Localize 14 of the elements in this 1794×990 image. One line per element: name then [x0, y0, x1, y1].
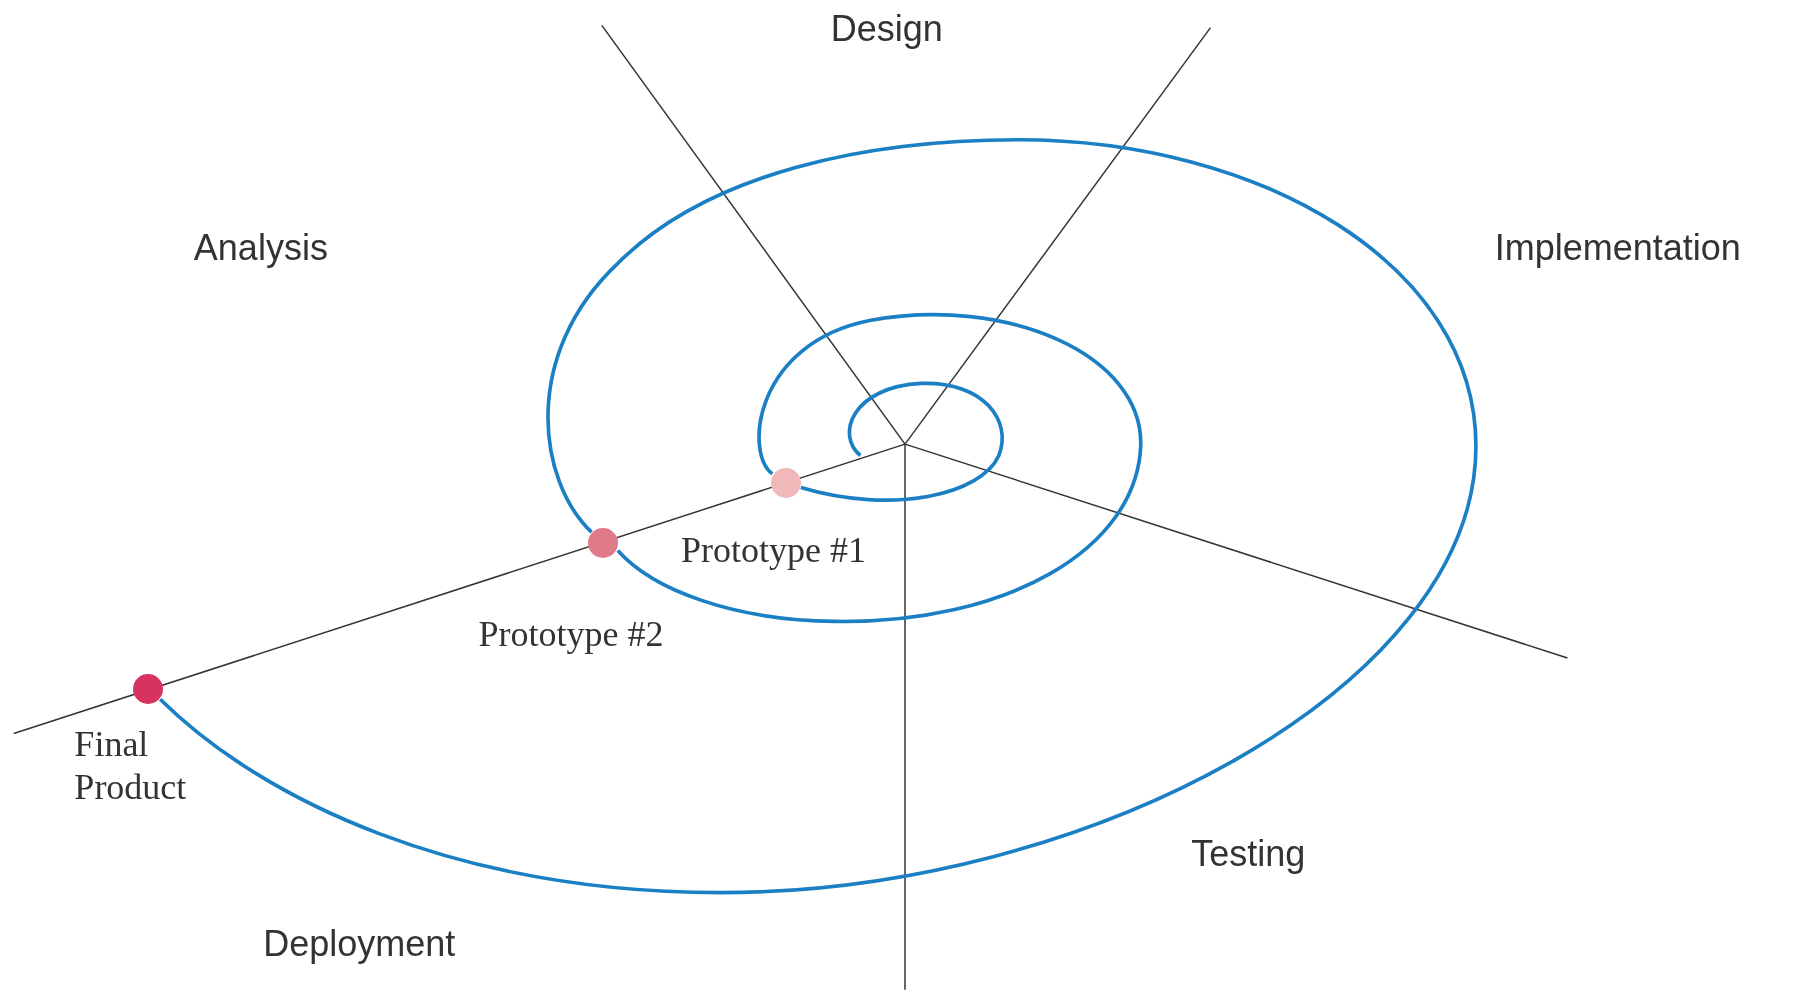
phase-label: Implementation	[1494, 227, 1741, 270]
milestone-label: Prototype #2	[478, 613, 664, 657]
spiral-path	[800, 381, 1004, 502]
milestone-label: Final Product	[74, 723, 188, 810]
milestone-dot	[587, 528, 618, 559]
spiral-path	[158, 137, 1478, 895]
phase-label: Deployment	[263, 922, 456, 965]
milestone-dot	[132, 673, 163, 704]
phase-label: Design	[830, 7, 943, 50]
milestone-label: Prototype #1	[680, 529, 866, 573]
phase-label: Analysis	[193, 227, 328, 270]
spiral-path	[616, 312, 1143, 624]
phase-label: Testing	[1191, 832, 1306, 875]
milestone-dot	[771, 467, 801, 498]
